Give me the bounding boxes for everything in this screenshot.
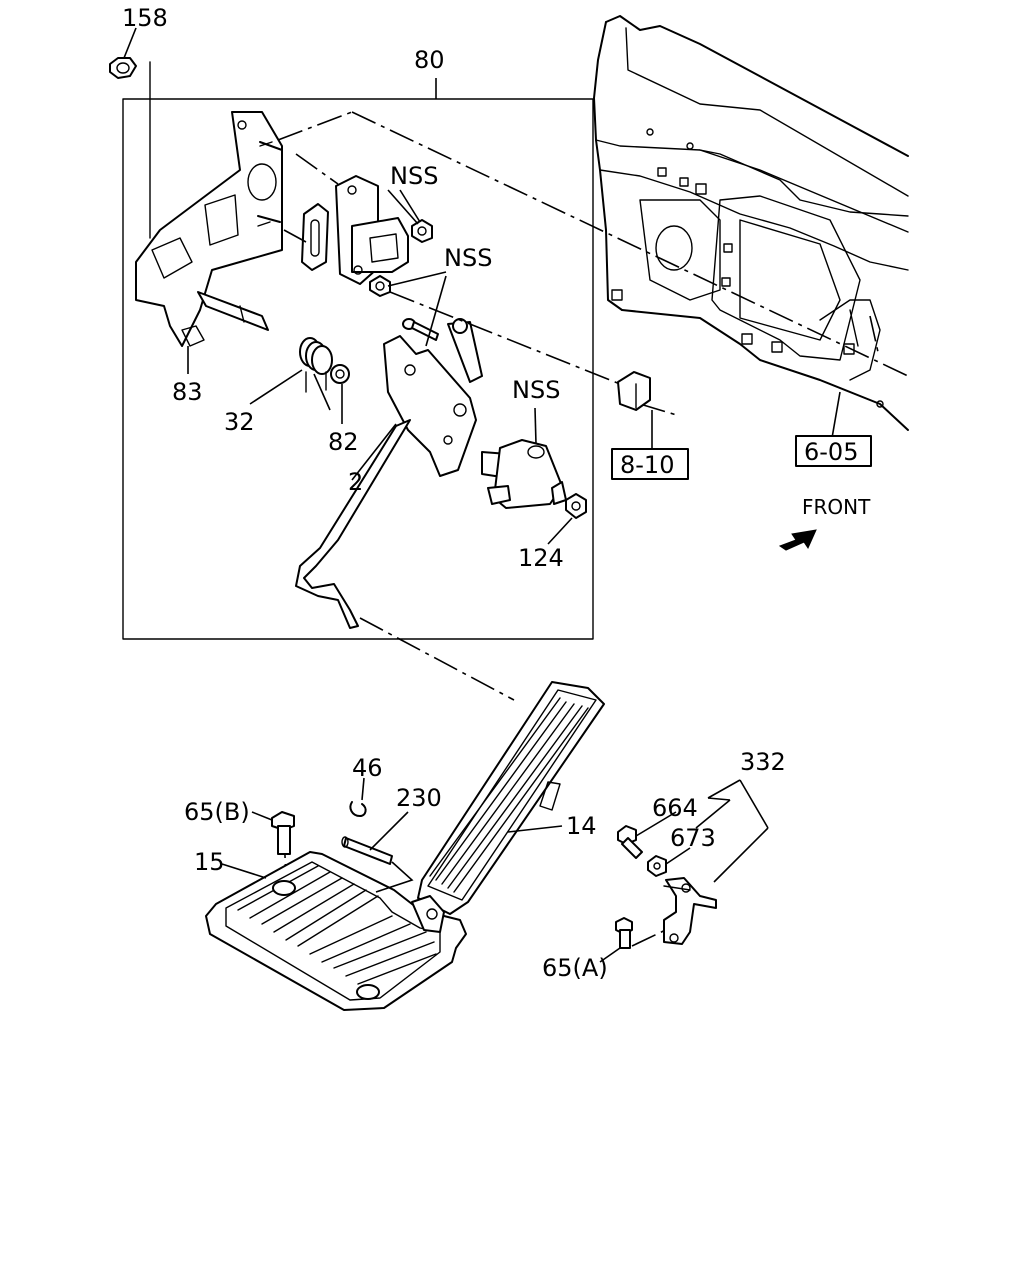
nut-124 (547, 493, 587, 545)
spring-32 (249, 337, 333, 411)
label-2: 2 (348, 468, 363, 496)
label-32: 32 (224, 408, 255, 436)
label-230: 230 (396, 784, 442, 812)
label-65a: 65(A) (542, 954, 608, 982)
label-nss-damper: NSS (512, 376, 560, 404)
nut-673 (647, 847, 691, 877)
bolt-arm (402, 318, 468, 341)
front-arrow-icon (778, 529, 817, 551)
label-82: 82 (328, 428, 359, 456)
label-158: 158 (122, 4, 168, 32)
connector-8-10 (617, 371, 653, 448)
label-332: 332 (740, 748, 786, 776)
accelerator-pedal-14 (417, 681, 605, 915)
ref-box-6-05 (795, 435, 872, 467)
label-124: 124 (518, 544, 564, 572)
assembly-80-frame (122, 98, 594, 640)
bracket-studs (257, 141, 283, 223)
bracket-332 (663, 779, 769, 945)
label-front: FRONT (802, 495, 871, 519)
nss-nut-upper (387, 189, 433, 243)
pedal-sensor (301, 175, 409, 285)
label-80: 80 (414, 46, 445, 74)
bolt-65b (251, 811, 295, 855)
clip-46 (349, 777, 367, 817)
bolt-664 (617, 811, 677, 859)
ref-box-8-10 (611, 448, 689, 480)
label-65b: 65(B) (184, 798, 250, 826)
floor-plate-15 (205, 851, 467, 1011)
dash-panel (593, 15, 909, 439)
label-8-10: 8-10 (620, 451, 674, 479)
pin-230 (341, 811, 414, 893)
label-83: 83 (172, 378, 203, 406)
label-15: 15 (194, 848, 225, 876)
label-673: 673 (670, 824, 716, 852)
label-14: 14 (566, 812, 597, 840)
nss-nut-lower (369, 271, 447, 347)
label-nss-upper: NSS (390, 162, 438, 190)
pedal-arm-2 (295, 321, 483, 629)
nut-82 (330, 364, 350, 424)
pivot-shaft (197, 291, 269, 331)
label-46: 46 (352, 754, 383, 782)
damper-cylinder (481, 407, 567, 509)
label-nss-middle: NSS (444, 244, 492, 272)
bolt-65a (599, 917, 633, 963)
label-664: 664 (652, 794, 698, 822)
label-6-05: 6-05 (804, 438, 858, 466)
pedal-bracket (135, 111, 283, 374)
nut-158 (109, 27, 151, 239)
